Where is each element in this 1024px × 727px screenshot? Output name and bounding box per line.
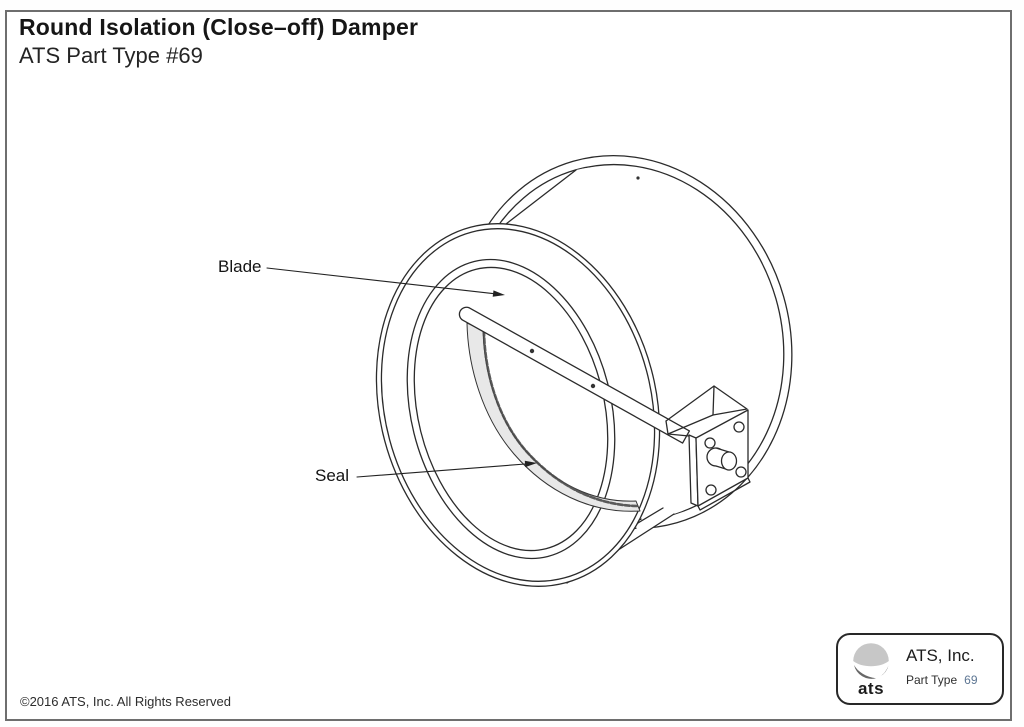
bracket-hole <box>705 484 717 496</box>
company-badge: ats ATS, Inc. Part Type 69 <box>836 633 1004 705</box>
copyright-text: ©2016 ATS, Inc. All Rights Reserved <box>20 694 231 709</box>
blade-arrow <box>266 267 505 297</box>
bracket-hole <box>735 466 747 478</box>
badge-part-type: Part Type 69 <box>906 673 978 687</box>
damper-blade <box>458 306 691 444</box>
part-type-value: 69 <box>964 673 978 687</box>
bracket-hole <box>704 437 716 449</box>
page-subtitle: ATS Part Type #69 <box>19 43 203 68</box>
page-title: Round Isolation (Close–off) Damper <box>19 14 419 40</box>
blade-seal <box>466 322 641 512</box>
blade-label: Blade <box>218 257 262 276</box>
ats-logo-icon <box>853 643 889 679</box>
badge-company-name: ATS, Inc. <box>906 646 975 665</box>
seal-arrow <box>356 460 537 478</box>
flange-rivet <box>636 176 640 180</box>
part-type-label: Part Type <box>906 673 958 687</box>
blade-rivet <box>529 348 535 354</box>
blade-rivet <box>590 383 596 389</box>
actuator-shaft <box>706 447 738 471</box>
ats-logo-wordmark: ats <box>857 679 885 698</box>
bracket-hole <box>733 421 745 433</box>
seal-label: Seal <box>315 466 350 485</box>
